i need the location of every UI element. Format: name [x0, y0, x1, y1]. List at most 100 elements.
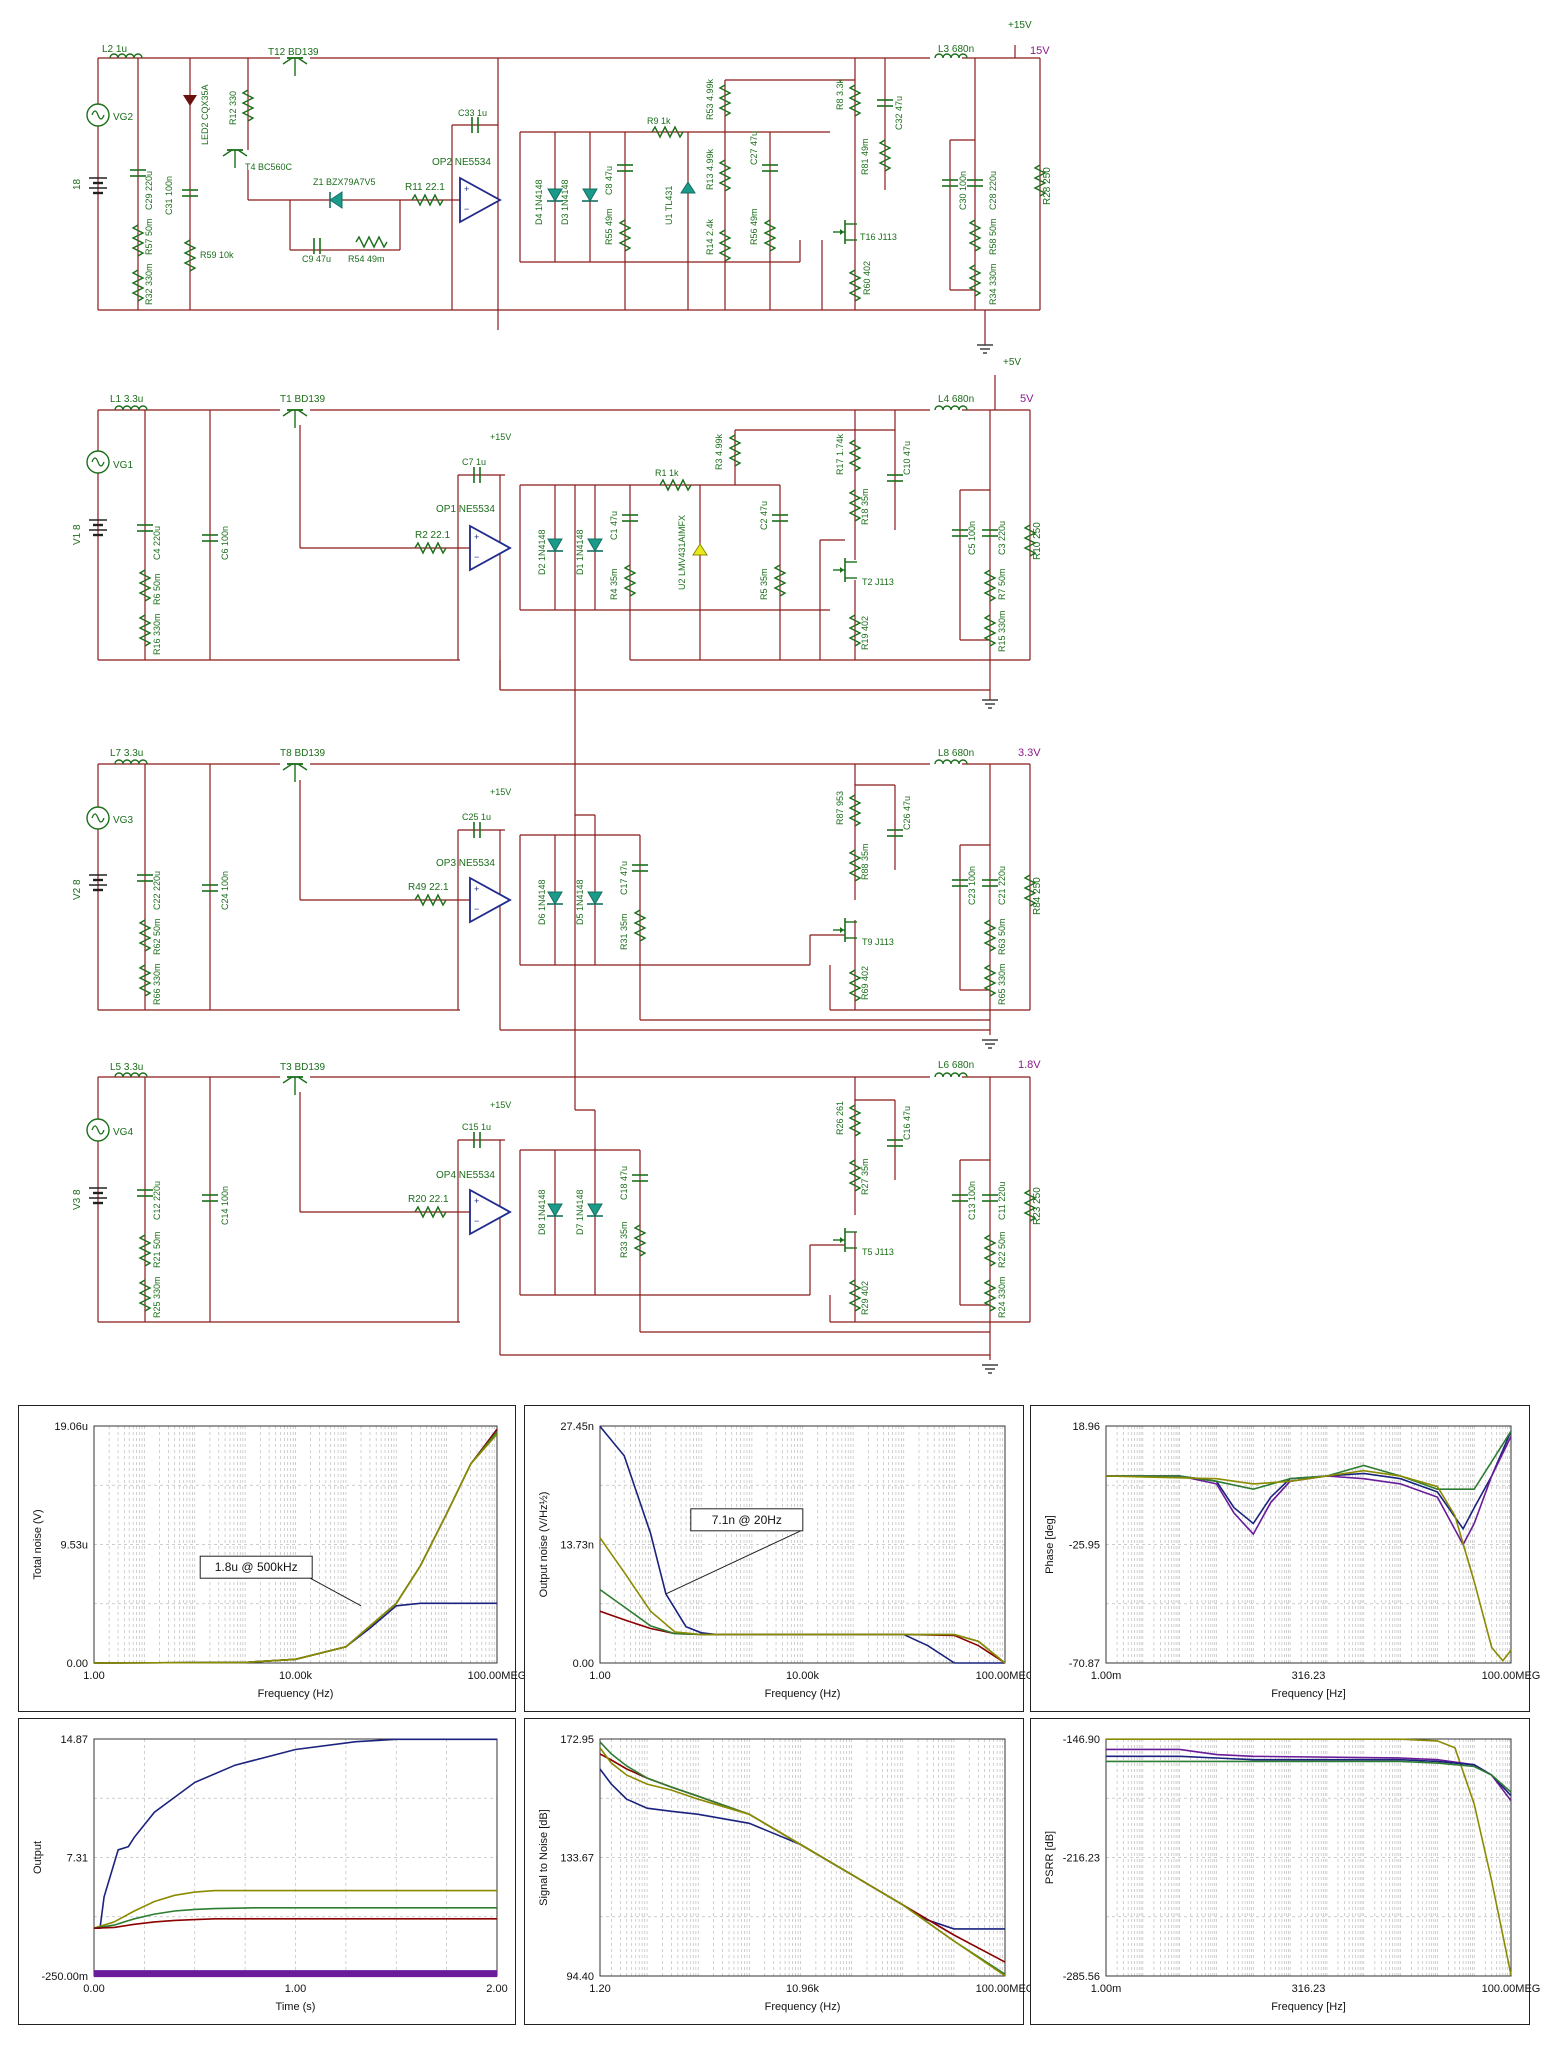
- annotation-text: 1.8u @ 500kHz: [215, 1560, 298, 1574]
- schematic-diagram: +−: [72, 20, 1053, 1374]
- rail-2-opamp-label: OP1 NE5534: [436, 504, 495, 515]
- rail-4-inductor-label: L5 3.3u: [110, 1062, 143, 1073]
- rail-3-rdrive-label: R49 22.1: [408, 882, 449, 893]
- label-r1-0: C29 220u: [144, 171, 154, 210]
- label-r4-6: D8 1N4148: [537, 1189, 547, 1235]
- series-line-3: [93, 1918, 497, 1929]
- series-line-3: [599, 1747, 1006, 1977]
- label-r1-21: C27 47u: [749, 131, 759, 165]
- rail-3-source-label: VG3: [113, 815, 133, 826]
- x-tick-label: 1.20: [589, 1983, 610, 1995]
- label-r2-9: R4 35m: [609, 568, 619, 600]
- label-r4-10: R26 261: [835, 1101, 845, 1135]
- label-r3-16: C21 220u: [997, 866, 1007, 905]
- series-line-0: [94, 1738, 497, 1929]
- rail-5v-circuit: [97, 375, 1031, 1110]
- label-r1-4: R59 10k: [200, 250, 234, 260]
- y-axis-label: Total noise (V): [32, 1509, 44, 1579]
- label-r1-24: R81 49m: [860, 138, 870, 175]
- label-r1-28: C30 100n: [958, 171, 968, 210]
- series-line-1: [1106, 1436, 1512, 1547]
- x-axis-label: Frequency (Hz): [258, 1688, 334, 1700]
- label-r4-8: C18 47u: [619, 1166, 629, 1200]
- y-tick-label: 27.45n: [560, 1421, 594, 1433]
- label-r2-4: C7 1u: [462, 457, 486, 467]
- y-tick-label: 19.06u: [54, 1421, 88, 1433]
- label-r1-1: R57 50m: [144, 218, 154, 255]
- label-r3-3: C24 100n: [220, 871, 230, 910]
- label-r4-2: R25 330m: [152, 1276, 162, 1318]
- label-r2-12: U2 LMV431AIMFX: [677, 515, 687, 590]
- label-r2-21: C3 220u: [997, 521, 1007, 555]
- y-tick-label: 0.00: [67, 1658, 88, 1670]
- x-tick-label: 316.23: [1292, 1670, 1326, 1682]
- y-tick-label: 0.00: [573, 1658, 594, 1670]
- plot-frame: [93, 1425, 498, 1664]
- label-r2-3: C6 100n: [220, 526, 230, 560]
- series-line-0: [599, 1768, 1005, 1930]
- rail-4-opamp-label: OP4 NE5534: [436, 1170, 495, 1181]
- y-tick-label: -70.87: [1069, 1658, 1100, 1670]
- rail-2-outinductor-label: L4 680n: [938, 394, 974, 405]
- label-r3-4: C25 1u: [462, 812, 491, 822]
- label-r1-11: C33 1u: [458, 108, 487, 118]
- label-r1-3: C31 100n: [164, 176, 174, 215]
- label-r4-16: C11 220u: [997, 1182, 1007, 1220]
- rail-4-source-label: VG4: [113, 1127, 133, 1138]
- label-r2-0: C4 220u: [152, 526, 162, 560]
- y-tick-label: 94.40: [566, 1971, 594, 1983]
- x-axis-label: Frequency [Hz]: [1271, 2001, 1346, 2013]
- label-r2-23: R15 330m: [997, 610, 1007, 652]
- label-r1-5: LED2 CQX35A: [200, 84, 210, 145]
- rail-2-load-label: R10 250: [1032, 522, 1043, 560]
- label-r3-17: R63 50m: [997, 918, 1007, 955]
- annotation-callout: 7.1n @ 20Hz: [665, 1508, 804, 1595]
- rail-1v8-circuit: [97, 1076, 1031, 1360]
- x-tick-label: 100.00MEG: [468, 1670, 527, 1682]
- label-r3-9: R31 35m: [619, 913, 629, 950]
- label-r2-16: R18 35m: [860, 488, 870, 525]
- x-tick-label: 316.23: [1292, 1983, 1326, 1995]
- label-r1-15: R55 49m: [604, 208, 614, 245]
- y-tick-label: -146.90: [1063, 1734, 1100, 1746]
- plot-grid: [1105, 1738, 1512, 1977]
- label-r3-10: R87 953: [835, 791, 845, 825]
- label-r1-19: R13 4.99k: [705, 148, 715, 190]
- label-r3-18: R65 330m: [997, 963, 1007, 1005]
- net-label-3v3: 3.3V: [1018, 747, 1041, 759]
- x-tick-label: 0.00: [83, 1983, 104, 1995]
- label-r4-18: R24 330m: [997, 1276, 1007, 1318]
- series-line-1: [93, 1889, 497, 1929]
- x-axis-label: Frequency (Hz): [765, 2001, 841, 2013]
- label-r1-18: U1 TL431: [664, 186, 674, 225]
- y-axis-label: PSRR [dB]: [1044, 1831, 1056, 1884]
- rail-3-battery-label: V2 8: [72, 879, 83, 900]
- rail-1-battery-label: 18: [72, 178, 83, 190]
- rail-4-load-label: R23 250: [1032, 1187, 1043, 1225]
- y-tick-label: 172.95: [560, 1734, 594, 1746]
- rail-1-rdrive-label: R11 22.1: [405, 182, 445, 193]
- label-r2-5: +15V: [490, 432, 511, 442]
- net-label-5v: 5V: [1020, 393, 1034, 405]
- y-axis-label: Signal to Noise [dB]: [538, 1809, 550, 1906]
- label-r2-19: R19 402: [860, 616, 870, 650]
- x-tick-label: 1.00: [285, 1983, 306, 1995]
- rail-3-pass-label: T8 BD139: [280, 748, 325, 759]
- label-r1-7: T4 BC560C: [245, 162, 293, 172]
- x-axis-label: Time (s): [276, 2001, 316, 2013]
- label-r1-2: R32 330m: [144, 263, 154, 305]
- series-line-2: [1106, 1430, 1512, 1491]
- rail-2-rdrive-label: R2 22.1: [415, 530, 450, 541]
- label-r1-9: C9 47u: [302, 254, 331, 264]
- label-r4-5: +15V: [490, 1100, 511, 1110]
- label-r4-4: C15 1u: [462, 1122, 491, 1132]
- x-tick-label: 2.00: [486, 1983, 507, 1995]
- plot-frame: [599, 1738, 1006, 1977]
- series-line-3: [1106, 1760, 1512, 1793]
- rail-3-opamp-label: OP3 NE5534: [436, 858, 495, 869]
- rail-2-inductor-label: L1 3.3u: [110, 394, 143, 405]
- y-tick-label: -25.95: [1069, 1540, 1100, 1552]
- x-axis-label: Frequency [Hz]: [1271, 1688, 1346, 1700]
